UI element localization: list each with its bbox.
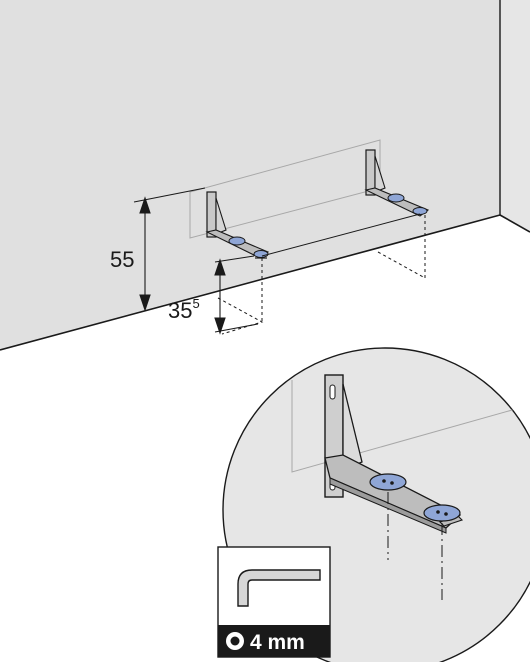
detail-foot-rear <box>369 473 407 491</box>
depth-label: 355 <box>168 296 200 323</box>
detail-foot-front <box>423 504 461 522</box>
bracket-guide-line <box>261 213 421 257</box>
side-wall <box>500 0 530 232</box>
detail-appliance-outline <box>291 380 530 473</box>
tool-size-label: 4 mm <box>250 631 305 654</box>
hex-key-icon <box>237 569 321 607</box>
floor-line <box>0 214 501 351</box>
tool-panel: 4 mm <box>217 546 331 658</box>
wall-scene: 55 355 <box>0 0 530 351</box>
floor-projections <box>217 215 426 335</box>
left-bracket <box>205 191 270 259</box>
depth-dimension <box>214 255 259 335</box>
detail-center-lines <box>387 492 443 600</box>
back-wall <box>0 0 500 350</box>
height-dimension <box>133 187 206 312</box>
side-floor-line <box>499 214 530 233</box>
height-label: 55 <box>110 247 134 272</box>
